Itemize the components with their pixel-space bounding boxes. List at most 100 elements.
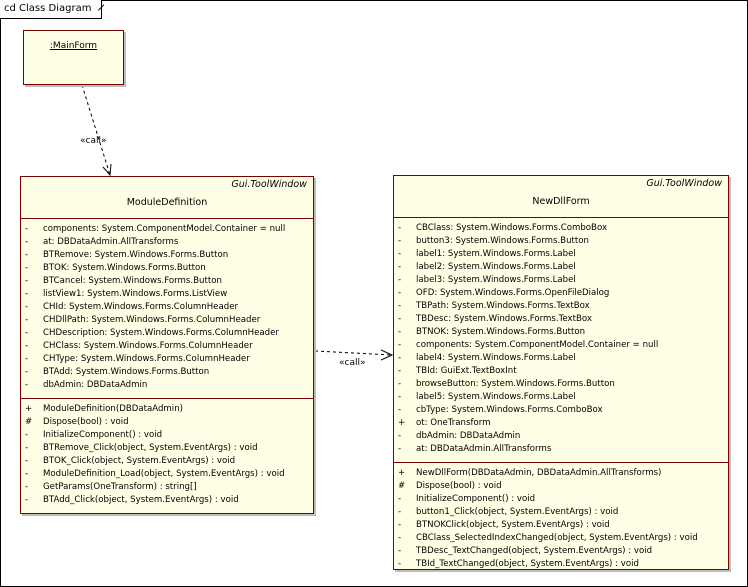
call-dependency-line-newdll: [314, 350, 393, 356]
visibility-marker: -: [25, 328, 29, 338]
operation-row-text: BTAdd_Click(object, System.EventArgs) : …: [43, 495, 239, 505]
visibility-marker: +: [398, 468, 406, 478]
visibility-marker: -: [398, 405, 402, 415]
operation-row: -TBDesc_TextChanged(object, System.Event…: [394, 545, 728, 558]
operation-row: - BTNOKClick(object, System.EventArgs) : …: [394, 519, 728, 532]
call-label-newdll: «call»: [339, 358, 366, 368]
moduledefinition-class[interactable]: Gui.ToolWindow ModuleDefinition -compone…: [20, 176, 314, 514]
visibility-marker: +: [398, 418, 406, 428]
attribute-row: - label5: System.Windows.Forms.Label: [394, 391, 728, 404]
operation-row-text: button1_Click(object, System.EventArgs) …: [416, 507, 619, 517]
visibility-marker: -: [398, 288, 402, 298]
operation-row-text: ModuleDefinition_Load(object, System.Eve…: [43, 469, 285, 479]
attribute-row-text: ot: OneTransform: [416, 418, 491, 428]
moduledefinition-attributes: -components: System.ComponentModel.Conta…: [21, 218, 313, 392]
attribute-row: - label3: System.Windows.Forms.Label: [394, 274, 728, 287]
visibility-marker: -: [398, 262, 402, 272]
visibility-marker: +: [25, 404, 33, 414]
attribute-row-text: BTRemove: System.Windows.Forms.Button: [43, 250, 229, 260]
visibility-marker: -: [25, 263, 29, 273]
operation-row: - BTAdd_Click(object, System.EventArgs) :…: [21, 494, 313, 507]
call-arrowhead-newdll: [380, 349, 394, 361]
visibility-marker: -: [398, 392, 402, 402]
visibility-marker: -: [25, 341, 29, 351]
attribute-row-text: TBDesc: System.Windows.Forms.TextBox: [416, 314, 592, 324]
attribute-row: -TBId: GuiExt.TextBoxInt: [394, 365, 728, 378]
attribute-row: -components: System.ComponentModel.Conta…: [394, 339, 728, 352]
attribute-row: - cbType: System.Windows.Forms.ComboBox: [394, 404, 728, 417]
attribute-row: - listView1: System.Windows.Forms.ListVie…: [21, 288, 313, 301]
attribute-row-text: CHType: System.Windows.Forms.ColumnHeade…: [43, 354, 250, 364]
operation-row-text: InitializeComponent() : void: [43, 430, 163, 440]
operation-row-text: InitializeComponent() : void: [416, 494, 536, 504]
attribute-row: -button3: System.Windows.Forms.Button: [394, 235, 728, 248]
visibility-marker: -: [398, 327, 402, 337]
visibility-marker: -: [25, 495, 29, 505]
newdllform-stereotype: Gui.ToolWindow: [646, 178, 722, 189]
attribute-row-text: listView1: System.Windows.Forms.ListView: [43, 289, 228, 299]
mainform-object[interactable]: :MainForm: [23, 30, 124, 85]
moduledefinition-name: ModuleDefinition: [126, 197, 208, 208]
operation-row-text: TBDesc_TextChanged(object, System.EventA…: [416, 546, 653, 556]
attribute-row-text: CHId: System.Windows.Forms.ColumnHeader: [43, 302, 239, 312]
attribute-row-text: label1: System.Windows.Forms.Label: [416, 249, 576, 259]
attribute-row-text: button3: System.Windows.Forms.Button: [416, 236, 589, 246]
attribute-row-text: label4: System.Windows.Forms.Label: [416, 353, 576, 363]
operation-row-text: BTOK_Click(object, System.EventArgs) : v…: [43, 456, 236, 466]
operation-row: #Dispose(bool) : void: [394, 480, 728, 493]
newdllform-class[interactable]: Gui.ToolWindow NewDllForm -CBClass: Syst…: [393, 175, 729, 570]
visibility-marker: -: [25, 469, 29, 479]
visibility-marker: -: [25, 250, 29, 260]
operation-row: -BTRemove_Click(object, System.EventArgs…: [21, 442, 313, 455]
call-arrowhead-mainform: [102, 163, 112, 177]
visibility-marker: -: [398, 301, 402, 311]
attribute-row: - CHClass: System.Windows.Forms.ColumnHea…: [21, 340, 313, 353]
call-dependency-line-mainform: [81, 84, 111, 176]
visibility-marker: #: [25, 417, 33, 427]
operation-row: -InitializeComponent() : void: [21, 429, 313, 442]
visibility-marker: -: [25, 289, 29, 299]
visibility-marker: -: [398, 494, 402, 504]
operation-row-text: CBClass_SelectedIndexChanged(object, Sys…: [416, 533, 698, 543]
visibility-marker: -: [398, 533, 402, 543]
attribute-row: - BTRemove: System.Windows.Forms.Button: [21, 249, 313, 262]
visibility-marker: -: [25, 302, 29, 312]
attribute-row: - label4: System.Windows.Forms.Label: [394, 352, 728, 365]
attribute-row-text: BTOK: System.Windows.Forms.Button: [43, 263, 206, 273]
operation-row: #Dispose(bool) : void: [21, 416, 313, 429]
visibility-marker: -: [398, 275, 402, 285]
attribute-row-text: cbType: System.Windows.Forms.ComboBox: [416, 405, 603, 415]
visibility-marker: -: [25, 237, 29, 247]
visibility-marker: -: [398, 431, 402, 441]
operation-row-text: Dispose(bool) : void: [416, 481, 502, 491]
operation-row-text: BTNOKClick(object, System.EventArgs) : v…: [416, 520, 610, 530]
attribute-row: -dbAdmin: DBDataAdmin: [394, 430, 728, 443]
visibility-marker: -: [398, 520, 402, 530]
visibility-marker: -: [25, 380, 29, 390]
attribute-row-text: label5: System.Windows.Forms.Label: [416, 392, 576, 402]
attribute-row-text: BTNOK: System.Windows.Forms.Button: [416, 327, 586, 337]
attribute-row: -CHDescription: System.Windows.Forms.Col…: [21, 327, 313, 340]
visibility-marker: -: [398, 379, 402, 389]
attribute-row-text: at: DBDataAdmin.AllTransforms: [416, 444, 552, 454]
attribute-row: - CHType: System.Windows.Forms.ColumnHead…: [21, 353, 313, 366]
operation-row: +ModuleDefinition(DBDataAdmin): [21, 403, 313, 416]
attribute-row: -label2: System.Windows.Forms.Label: [394, 261, 728, 274]
visibility-marker: -: [25, 354, 29, 364]
visibility-marker: -: [398, 249, 402, 259]
attribute-row: - label1: System.Windows.Forms.Label: [394, 248, 728, 261]
visibility-marker: -: [398, 353, 402, 363]
attribute-row: -browseButton: System.Windows.Forms.Butt…: [394, 378, 728, 391]
attribute-row: - CHId: System.Windows.Forms.ColumnHeader: [21, 301, 313, 314]
operation-row-text: BTRemove_Click(object, System.EventArgs)…: [43, 443, 258, 453]
newdllform-name: NewDllForm: [532, 196, 590, 207]
visibility-marker: -: [398, 444, 402, 454]
attribute-row-text: components: System.ComponentModel.Contai…: [416, 340, 659, 350]
attribute-row-text: label3: System.Windows.Forms.Label: [416, 275, 576, 285]
attribute-row-text: CHClass: System.Windows.Forms.ColumnHead…: [43, 341, 253, 351]
attribute-row-text: OFD: System.Windows.Forms.OpenFileDialog: [416, 288, 610, 298]
operation-row: - InitializeComponent() : void: [394, 493, 728, 506]
attribute-row: -TBPath: System.Windows.Forms.TextBox: [394, 300, 728, 313]
visibility-marker: -: [25, 482, 29, 492]
